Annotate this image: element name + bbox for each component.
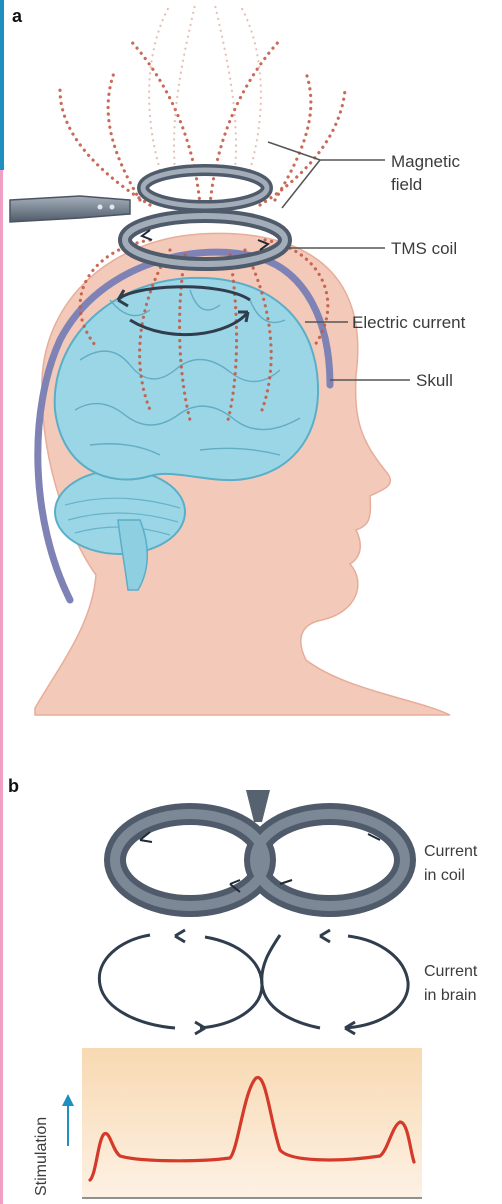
panel-b-letter: b xyxy=(8,776,19,796)
label-current-in-coil-line1: Current xyxy=(424,843,478,860)
stimulation-plot: Stimulation xyxy=(33,1048,422,1198)
label-magnetic-field-line2: field xyxy=(391,175,422,194)
panel-a-letter: a xyxy=(12,6,23,26)
label-current-in-brain-line1: Current xyxy=(424,963,478,980)
left-edge-blue xyxy=(0,0,4,170)
label-current-in-coil-line2: in coil xyxy=(424,867,465,884)
figure-eight-coil xyxy=(115,790,405,906)
label-magnetic-field-line1: Magnetic xyxy=(391,152,460,171)
stimulation-axis-arrowhead xyxy=(62,1094,74,1106)
label-current-in-brain-line2: in brain xyxy=(424,987,476,1004)
left-edge-pink xyxy=(0,170,3,1204)
label-tms-coil: TMS coil xyxy=(391,239,457,258)
label-electric-current: Electric current xyxy=(352,313,466,332)
label-skull: Skull xyxy=(416,371,453,390)
stimulation-axis-label: Stimulation xyxy=(33,1117,50,1196)
plot-background xyxy=(82,1048,422,1198)
brain-current-loops xyxy=(99,930,408,1034)
magnetic-field-lines-faint xyxy=(149,5,261,170)
